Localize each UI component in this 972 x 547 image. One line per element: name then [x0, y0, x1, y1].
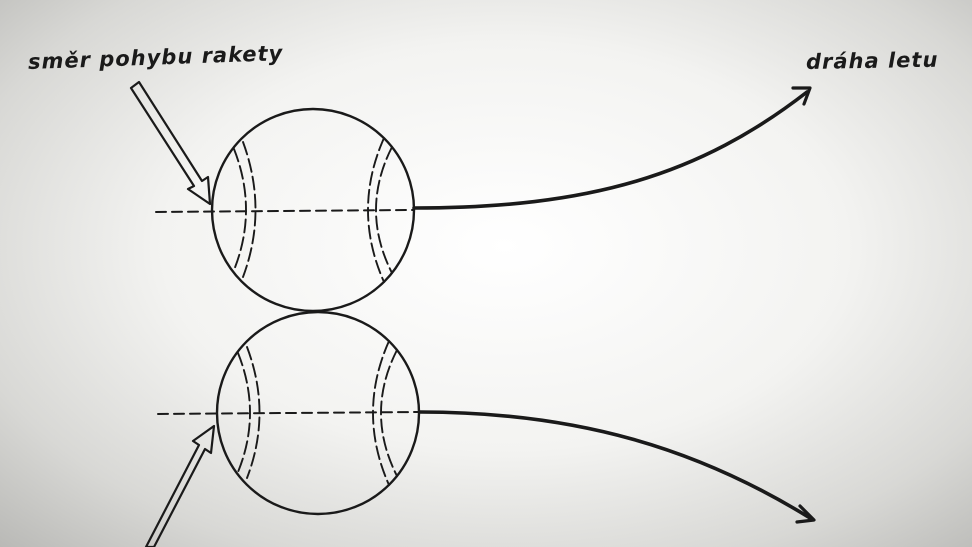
top-ball-left-seam-outer: [242, 141, 257, 278]
bottom-flight-path: [418, 410, 812, 520]
top-ball-left-seam-inner: [233, 148, 247, 271]
racket-direction-arrow-top: [129, 80, 212, 206]
bottom-ball-axis: [157, 411, 419, 415]
top-flight-path: [412, 90, 809, 210]
top-ball-right-seam-outer: [375, 146, 393, 274]
bottom-ball: [157, 310, 421, 516]
top-path-arrowhead: [791, 86, 812, 106]
top-ball: [155, 107, 416, 313]
bottom-ball-left-seam-inner: [237, 352, 251, 473]
flight-path-label: dráha letu: [805, 47, 939, 74]
bottom-ball-right-seam-outer: [380, 349, 398, 477]
bottom-path-arrowhead: [795, 504, 816, 524]
top-ball-axis: [155, 209, 414, 213]
racket-direction-arrow-bottom: [144, 424, 216, 547]
